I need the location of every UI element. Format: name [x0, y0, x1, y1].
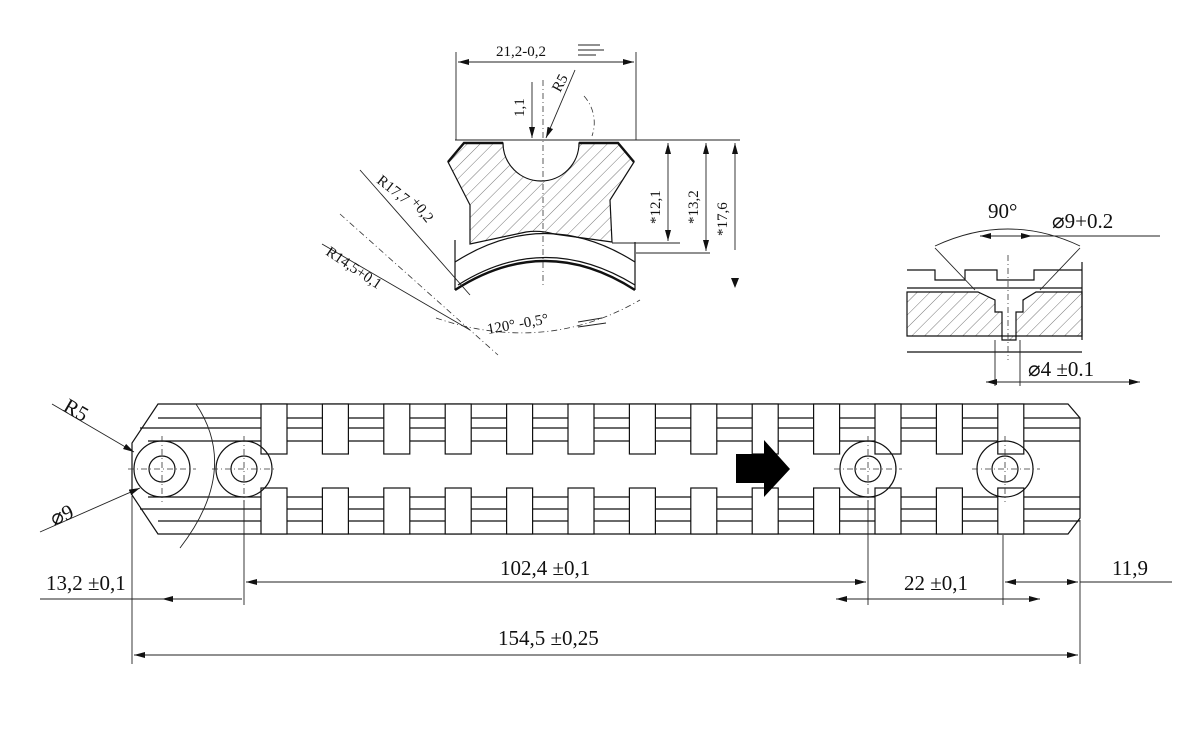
rail-slot — [260, 403, 288, 455]
hole-2 — [212, 436, 276, 502]
profile-r5-arc — [583, 95, 595, 137]
angle-arc — [435, 299, 641, 334]
rail-slot — [506, 403, 534, 455]
detail-angle-label: 90° — [988, 199, 1017, 223]
profile-inner-arc — [454, 233, 636, 263]
angle-tol-2 — [577, 322, 607, 328]
profile-height-132-label: *13,2 — [686, 190, 702, 224]
profile-height-176-arrow — [731, 278, 739, 288]
profile-width-label: 21,2-0,2 — [496, 44, 546, 60]
phi9-label: ⌀9 — [46, 499, 77, 530]
r177-tol: +0,2 — [407, 195, 436, 226]
rail-slot — [567, 487, 595, 535]
detail-counterbore-label: ⌀9+0.2 — [1052, 209, 1113, 233]
rail-slot — [383, 403, 411, 455]
hole-3 — [834, 436, 902, 502]
rail-slot — [567, 403, 595, 455]
slot-row-top — [260, 403, 1025, 455]
rail-slot — [812, 403, 841, 455]
r177-label: R17,7 — [374, 173, 413, 208]
direction-arrow-icon — [736, 440, 790, 497]
rail-slot — [690, 403, 718, 455]
end-radius-arc — [179, 403, 215, 549]
r5-label: R5 — [60, 394, 93, 427]
detail-bore-label: ⌀4 ±0.1 — [1028, 357, 1094, 381]
detail-section — [906, 291, 1083, 341]
hole-4 — [972, 436, 1040, 502]
hole-1 — [128, 436, 196, 502]
rail-slot — [690, 487, 718, 535]
dim-hole-span-label: 102,4 ±0,1 — [500, 556, 590, 580]
profile-inner-arc-2 — [457, 257, 636, 286]
rail-slot — [874, 403, 902, 455]
profile-section: 21,2-0,2 1,1 R5 *12,1 *13,2 *17,6 R17,7 … — [321, 44, 740, 356]
r145-label: R14,5+0,1 — [323, 244, 385, 293]
rail-outline — [131, 403, 1081, 535]
detail-top-surface — [907, 269, 1082, 281]
angle-120-label: 120° -0,5° — [486, 311, 550, 338]
hole-detail: 90° ⌀9+0.2 ⌀4 ±0.1 — [906, 199, 1160, 386]
dim-first-hole-label: 13,2 ±0,1 — [46, 571, 126, 595]
rail-plan-view: R5 ⌀9 — [39, 394, 1081, 549]
profile-outer-arc — [454, 259, 636, 292]
rail-slot — [997, 403, 1025, 455]
profile-chamfer-right — [579, 141, 635, 163]
slot-row-bottom — [260, 487, 1025, 535]
rail-slot — [935, 487, 964, 535]
dim-hole-pitch-label: 22 ±0,1 — [904, 571, 968, 595]
r177-leader — [359, 169, 471, 296]
rail-slot — [628, 487, 657, 535]
dim-overall-label: 154,5 ±0,25 — [498, 626, 599, 650]
dimension-lines: 13,2 ±0,1 102,4 ±0,1 22 ±0,1 11,9 154,5 … — [40, 496, 1172, 664]
r145-leader — [321, 243, 471, 331]
profile-depth-label: 1,1 — [512, 98, 528, 117]
rail-slot — [444, 487, 472, 535]
rail-slot — [628, 403, 657, 455]
profile-height-121-label: *12,1 — [648, 190, 664, 224]
angle-tol-1 — [577, 317, 603, 323]
rail-slot — [444, 403, 472, 455]
rail-slot — [874, 487, 902, 535]
profile-height-176-label: *17,6 — [715, 202, 731, 236]
detail-cone-l — [934, 247, 976, 291]
rail-slot — [506, 487, 534, 535]
rail-slot — [321, 403, 349, 455]
rail-slot — [321, 487, 349, 535]
profile-chamfer-left — [447, 141, 503, 163]
profile-r5-leader — [545, 69, 576, 139]
rail-slot — [935, 403, 964, 455]
profile-body — [447, 142, 635, 245]
rail-slot — [383, 487, 411, 535]
detail-angle-arc — [934, 228, 1081, 247]
rail-slot — [997, 487, 1025, 535]
profile-r5-label: R5 — [549, 72, 571, 95]
detail-cone-r — [1039, 247, 1081, 291]
dim-end-label: 11,9 — [1112, 556, 1148, 580]
rail-slot — [812, 487, 841, 535]
r-construction-1 — [339, 213, 499, 356]
phi9-leader — [39, 487, 141, 533]
rail-slot — [260, 487, 288, 535]
r5-leader — [51, 403, 135, 453]
